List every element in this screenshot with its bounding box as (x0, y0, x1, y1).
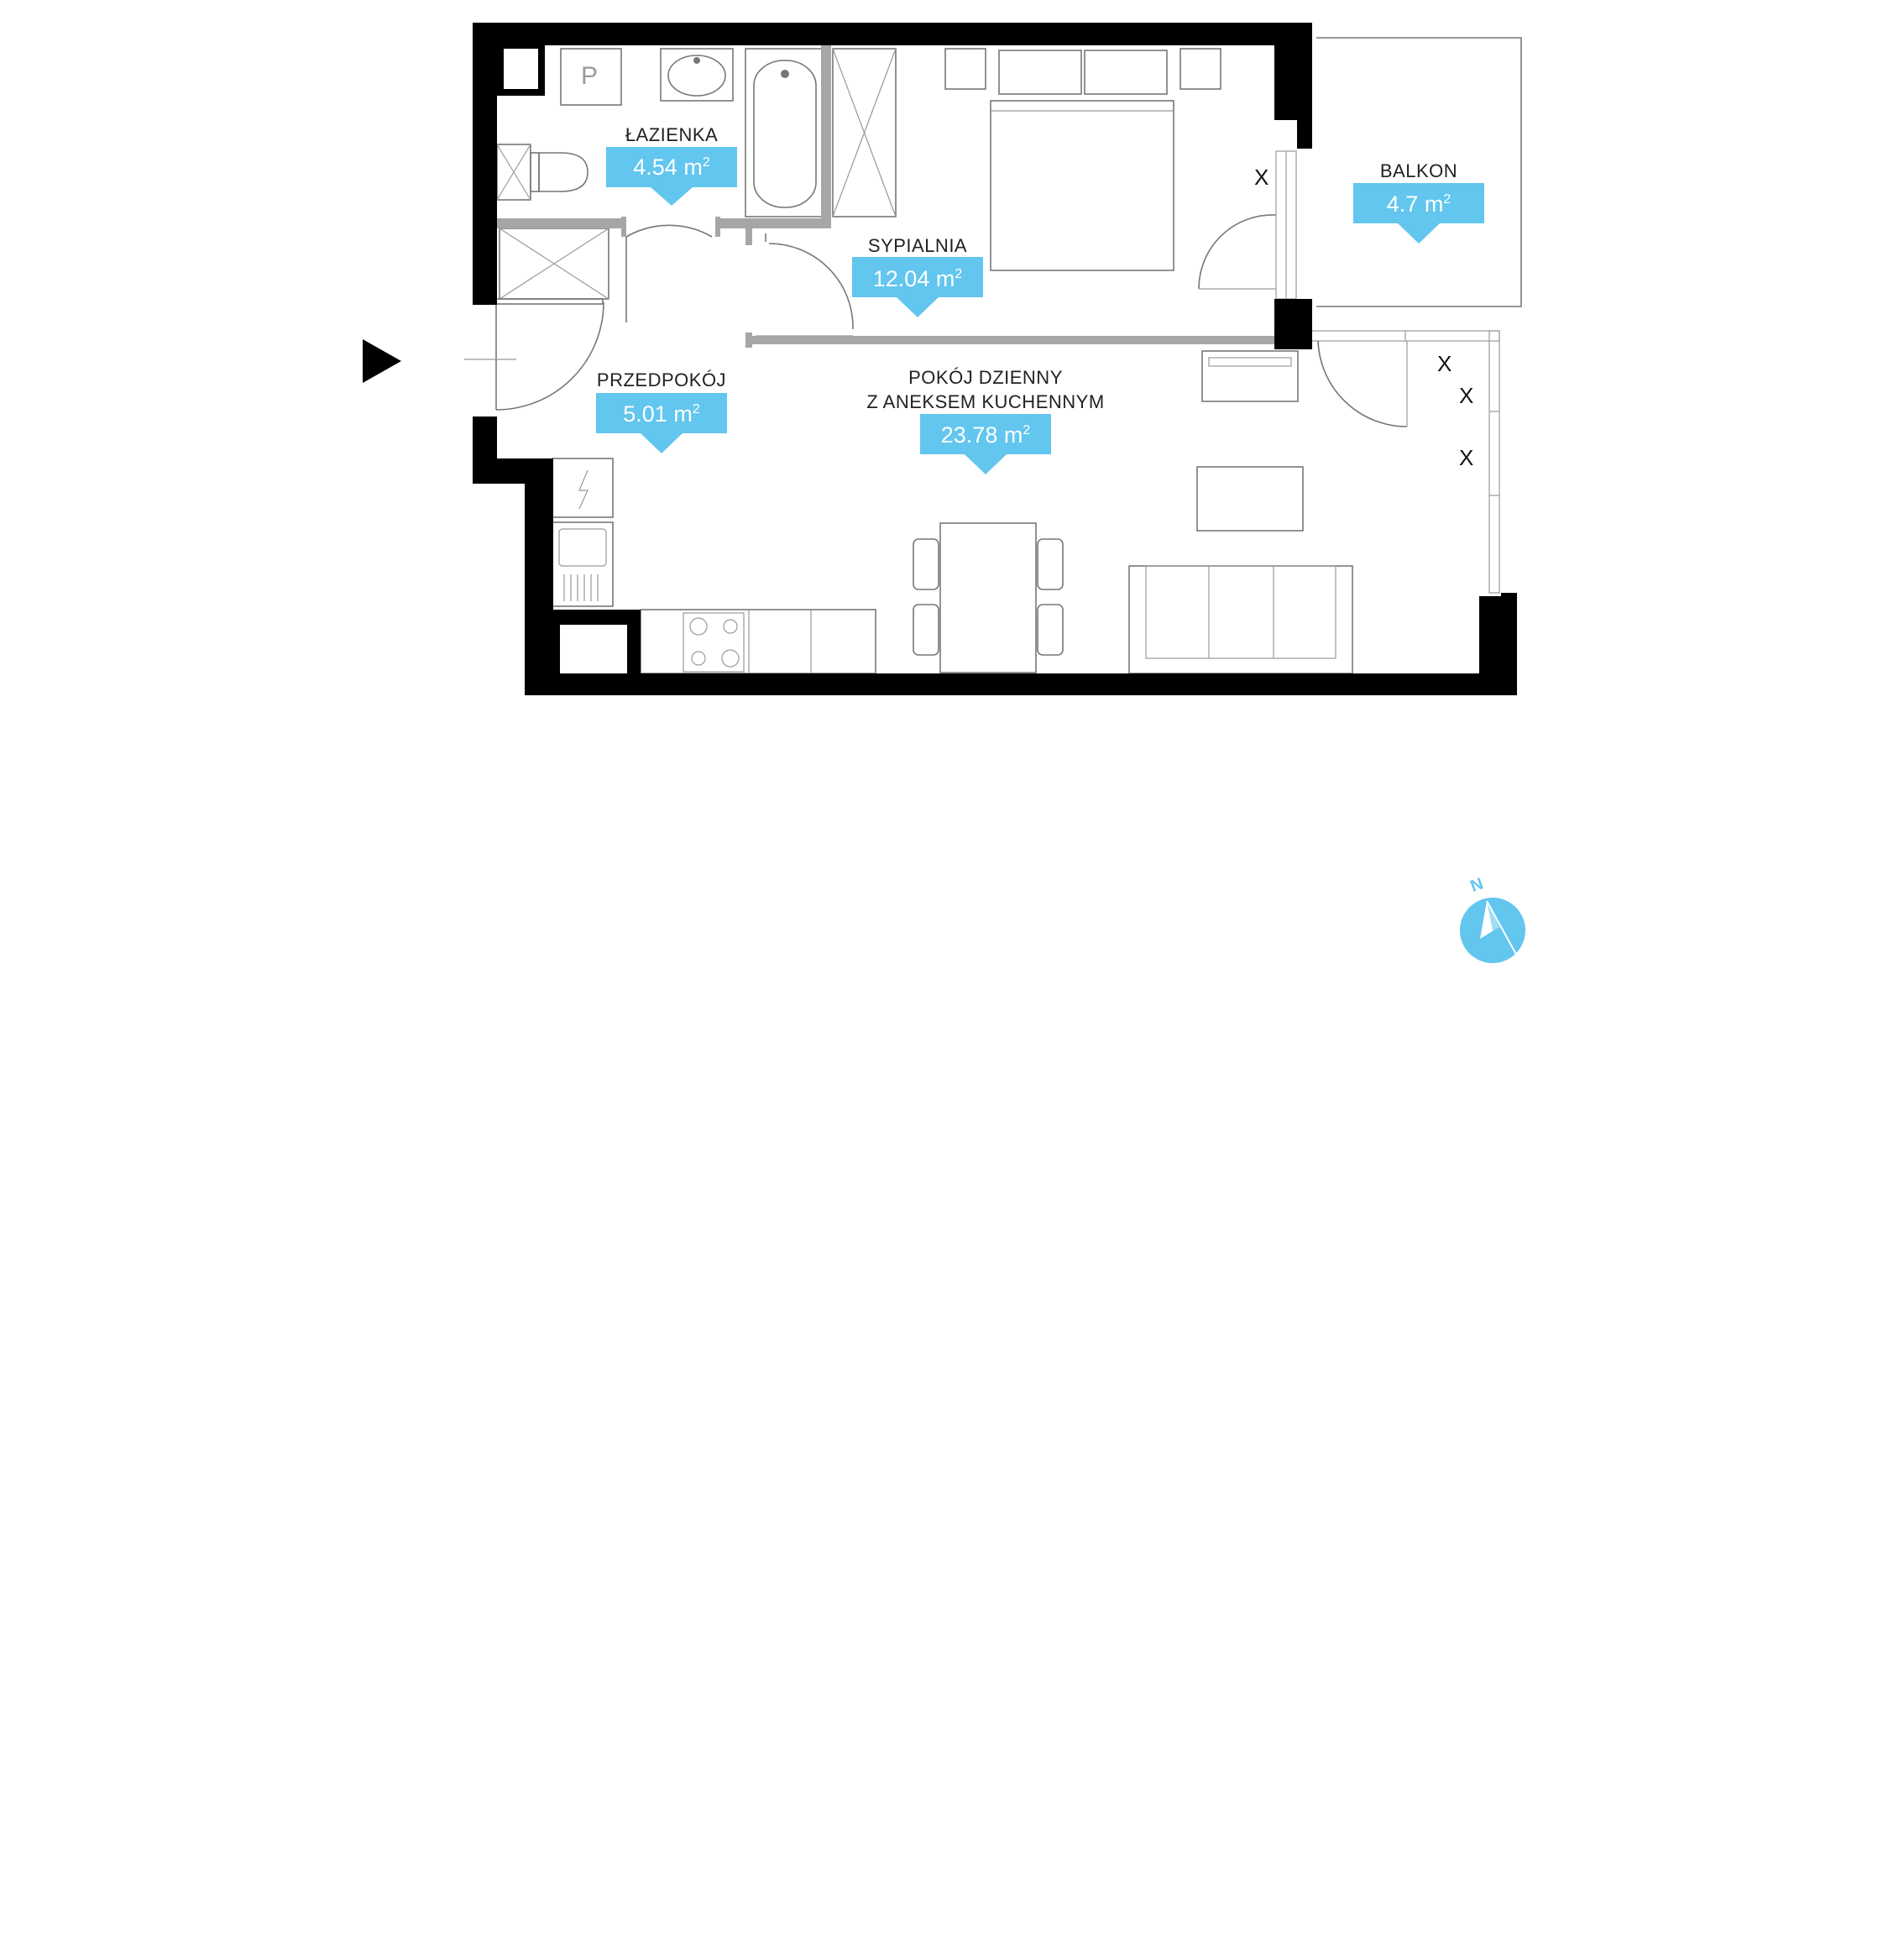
kitchen-counter (640, 609, 876, 674)
room-name-line2: Z ANEKSEM KUCHENNYM (866, 391, 1104, 412)
wall-top (473, 23, 1312, 45)
pillow-left (998, 50, 1082, 95)
sink-drain (693, 57, 700, 64)
wardrobe-rail (493, 298, 604, 305)
room-label-balkon: BALKON 4.7 m2 (1353, 160, 1484, 244)
chair-3 (1037, 538, 1064, 590)
sink (660, 48, 734, 102)
bedroom-living-partition (745, 336, 1274, 344)
room-name: BALKON (1380, 160, 1457, 181)
pillow-right (1084, 50, 1168, 95)
room-name: SYPIALNIA (868, 235, 967, 256)
exterior-walls (473, 23, 1517, 695)
bathroom-bedroom-partition (821, 45, 831, 228)
sink-basin (667, 55, 726, 97)
coffee-table (1196, 466, 1304, 532)
cooktop (683, 612, 745, 673)
wall-left-kitchen (525, 458, 553, 692)
toilet-tank (530, 152, 540, 192)
bedroom-closet (832, 48, 897, 217)
sofa (1128, 565, 1353, 674)
bed (990, 100, 1174, 271)
dining-table (939, 522, 1037, 673)
installation-box (560, 48, 622, 106)
bathroom-bedroom-partition-low (715, 218, 831, 228)
right-window (1488, 330, 1500, 594)
north-label: N (1468, 874, 1486, 896)
window-mark: X (1459, 383, 1473, 408)
balcony-railing (1316, 37, 1522, 307)
wall-bottom (525, 673, 1517, 695)
room-label-przedpokoj: PRZEDPOKÓJ 5.01 m2 (596, 369, 727, 453)
north-compass-icon: N (1460, 874, 1525, 963)
room-label-sypialnia: SYPIALNIA 12.04 m2 (852, 235, 983, 317)
fridge (552, 458, 614, 518)
chair-1 (913, 538, 939, 590)
entrance-arrow-icon (363, 339, 401, 383)
chair-4 (1037, 604, 1064, 656)
window-mark: X (1437, 351, 1452, 376)
bathroom-fixtures: P (496, 48, 825, 217)
kitchen-sink (552, 521, 614, 607)
bathroom-hall-partition (497, 218, 623, 228)
room-area: 5.01 m2 (623, 401, 700, 427)
room-label-pokoj-dzienny: POKÓJ DZIENNY Z ANEKSEM KUCHENNYM 23.78 … (866, 367, 1104, 474)
window-marks: X X X X (1254, 165, 1473, 470)
nightstand-left (944, 48, 986, 90)
window-mark: X (1459, 445, 1473, 470)
area-badge (1353, 183, 1484, 244)
area-badge (920, 414, 1051, 474)
toilet (538, 152, 588, 192)
room-area: 4.7 m2 (1387, 191, 1452, 217)
chair-2 (913, 604, 939, 656)
room-area: 12.04 m2 (873, 266, 963, 291)
room-name: ŁAZIENKA (625, 124, 718, 145)
bathroom-door (625, 224, 713, 322)
room-name: PRZEDPOKÓJ (597, 369, 726, 390)
bedroom-fixtures (756, 48, 1297, 337)
area-badge (852, 257, 983, 317)
bedroom-balcony-door (1198, 214, 1277, 290)
room-name: POKÓJ DZIENNY (908, 367, 1063, 388)
wall-left-upper (473, 23, 497, 305)
top-window (1309, 330, 1500, 342)
room-area: 4.54 m2 (633, 155, 710, 180)
interior-partitions (497, 45, 1274, 348)
room-area: 23.78 m2 (941, 422, 1031, 448)
bathroom-fixture-label: P (581, 62, 598, 90)
window-mark: X (1254, 165, 1268, 190)
tv (1208, 357, 1292, 367)
living-balcony-door (1317, 340, 1408, 427)
entrance-door (495, 301, 604, 411)
room-label-lazienka: ŁAZIENKA 4.54 m2 (606, 124, 737, 206)
area-badge (606, 147, 737, 206)
nightstand-right (1180, 48, 1221, 90)
balcony-outline (1316, 37, 1522, 307)
area-badge (596, 393, 727, 453)
tv-cabinet (1201, 350, 1299, 402)
bedroom-door (765, 233, 854, 330)
